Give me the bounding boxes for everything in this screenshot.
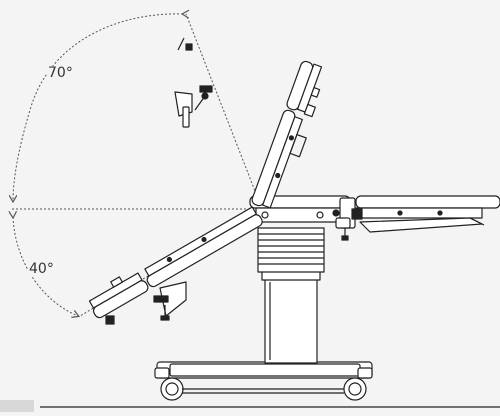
lowered-head-section bbox=[88, 272, 149, 319]
back-section bbox=[251, 109, 307, 209]
upper-rotation-radius bbox=[185, 13, 263, 210]
upper-angle-arc bbox=[13, 14, 183, 201]
table-column bbox=[257, 227, 325, 364]
head-hook bbox=[177, 37, 193, 51]
lowered-back-section bbox=[144, 206, 263, 288]
corner-tab bbox=[0, 400, 34, 412]
back-accessory bbox=[174, 85, 213, 128]
leg-section bbox=[351, 195, 500, 233]
lowered-accessory bbox=[105, 281, 187, 325]
table-base bbox=[154, 361, 373, 401]
operating-table bbox=[88, 37, 500, 401]
upper-angle-label: 70° bbox=[47, 65, 74, 81]
head-section bbox=[286, 60, 323, 118]
lower-angle-label: 40° bbox=[28, 261, 55, 277]
seat-section bbox=[249, 195, 356, 241]
